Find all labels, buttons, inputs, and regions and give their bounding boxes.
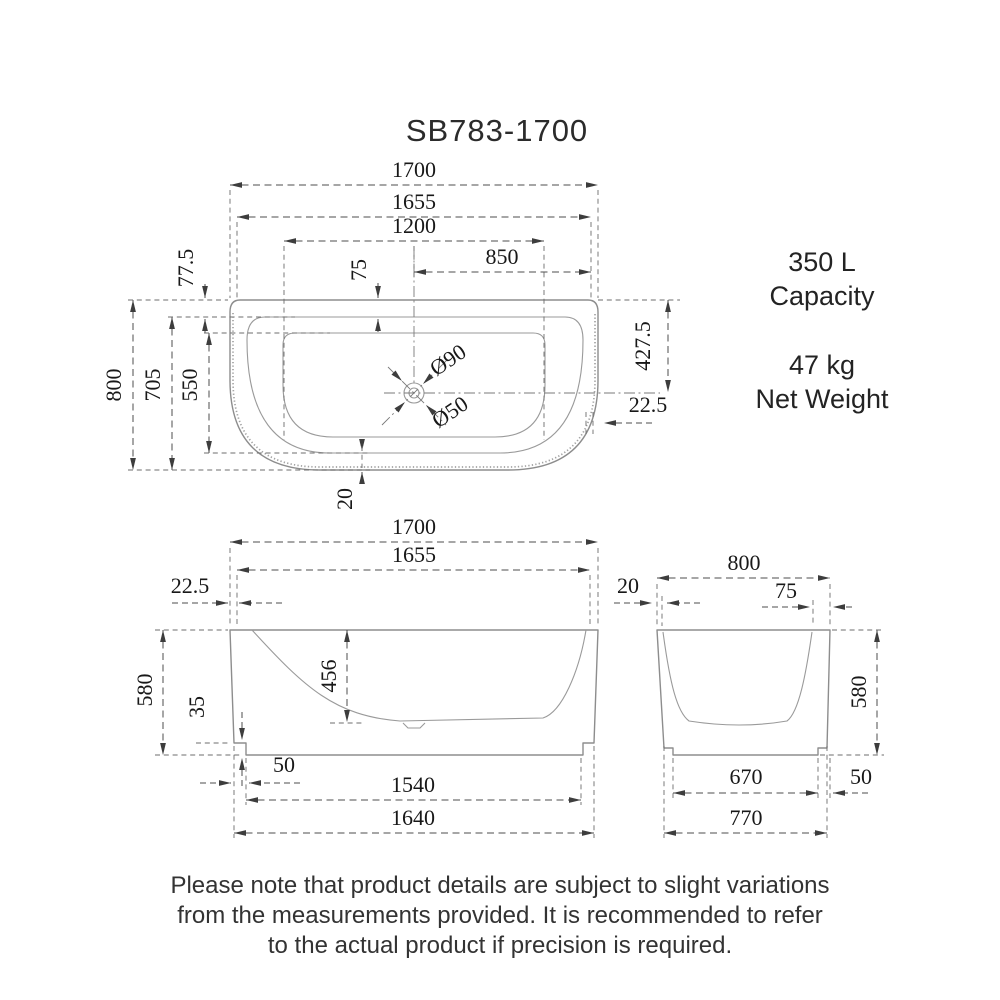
drain-arrow	[394, 401, 406, 413]
dim-label-75: 75	[775, 578, 797, 603]
drain-arrow	[425, 404, 437, 416]
dim-label-580: 580	[846, 676, 871, 709]
top-view-extension-lines	[128, 190, 680, 471]
dim-label-75: 75	[346, 259, 371, 281]
front-view-extension-lines	[155, 548, 599, 838]
side-view: 800 20 75 580 670 50 770	[614, 550, 884, 838]
drain-centerlines	[381, 246, 660, 426]
front-view-dimension-lines	[160, 539, 598, 836]
net-weight-value: 47 kg	[789, 350, 855, 380]
front-view: 1700 1655 22.5 580 456 35 50 1540 1640	[132, 514, 599, 838]
dim-label-800: 800	[101, 369, 126, 402]
drain-arrow	[422, 373, 434, 385]
net-weight-label: Net Weight	[755, 384, 889, 414]
drain-dim-arrows	[391, 370, 437, 416]
top-view-dimension-lines	[130, 182, 671, 484]
dim-label-1655: 1655	[392, 542, 436, 567]
dim-label-22-5: 22.5	[629, 392, 668, 417]
dim-label-22-5: 22.5	[171, 573, 210, 598]
dim-label-580: 580	[132, 674, 157, 707]
dim-label-77-5: 77.5	[173, 249, 198, 288]
drain-arrow	[391, 370, 403, 382]
capacity-value: 350 L	[788, 247, 856, 277]
dim-label-1200: 1200	[392, 213, 436, 238]
capacity-label: Capacity	[769, 281, 875, 311]
top-view-rim-outline	[246, 316, 584, 454]
drawing-title: SB783-1700	[406, 113, 588, 148]
spec-block: 350 L Capacity 47 kg Net Weight	[755, 247, 889, 414]
footer-line-1: Please note that product details are sub…	[170, 872, 829, 899]
dim-label-705: 705	[140, 369, 165, 402]
footer-line-2: from the measurements provided. It is re…	[177, 902, 823, 929]
dim-label-50: 50	[850, 764, 872, 789]
side-view-interior	[662, 631, 813, 726]
dim-label-1700: 1700	[392, 157, 436, 182]
dim-label-20: 20	[332, 488, 357, 510]
side-view-outline	[656, 629, 831, 756]
dim-label-1540: 1540	[391, 772, 435, 797]
dim-label-770: 770	[730, 805, 763, 830]
dim-label-20: 20	[617, 573, 639, 598]
top-view-basin-outline	[282, 332, 546, 438]
dim-label-456: 456	[316, 660, 341, 693]
dim-label-550: 550	[177, 369, 202, 402]
dim-label-427-5: 427.5	[630, 321, 655, 371]
dim-label-1700: 1700	[392, 514, 436, 539]
front-view-interior	[251, 629, 587, 729]
footer-line-3: to the actual product if precision is re…	[268, 932, 732, 959]
dim-label-1655: 1655	[392, 189, 436, 214]
side-view-dimension-lines	[614, 575, 880, 836]
dim-label-800: 800	[728, 550, 761, 575]
dim-label-850: 850	[486, 244, 519, 269]
top-view-fluted-texture	[232, 313, 596, 468]
dim-label-35: 35	[184, 696, 209, 718]
footer-note: Please note that product details are sub…	[170, 872, 829, 959]
dim-label-1640: 1640	[391, 805, 435, 830]
top-view-outer-outline	[229, 299, 599, 471]
side-view-extension-lines	[656, 584, 884, 838]
dim-label-670: 670	[730, 764, 763, 789]
dim-label-50: 50	[273, 752, 295, 777]
front-view-outline	[229, 629, 599, 756]
